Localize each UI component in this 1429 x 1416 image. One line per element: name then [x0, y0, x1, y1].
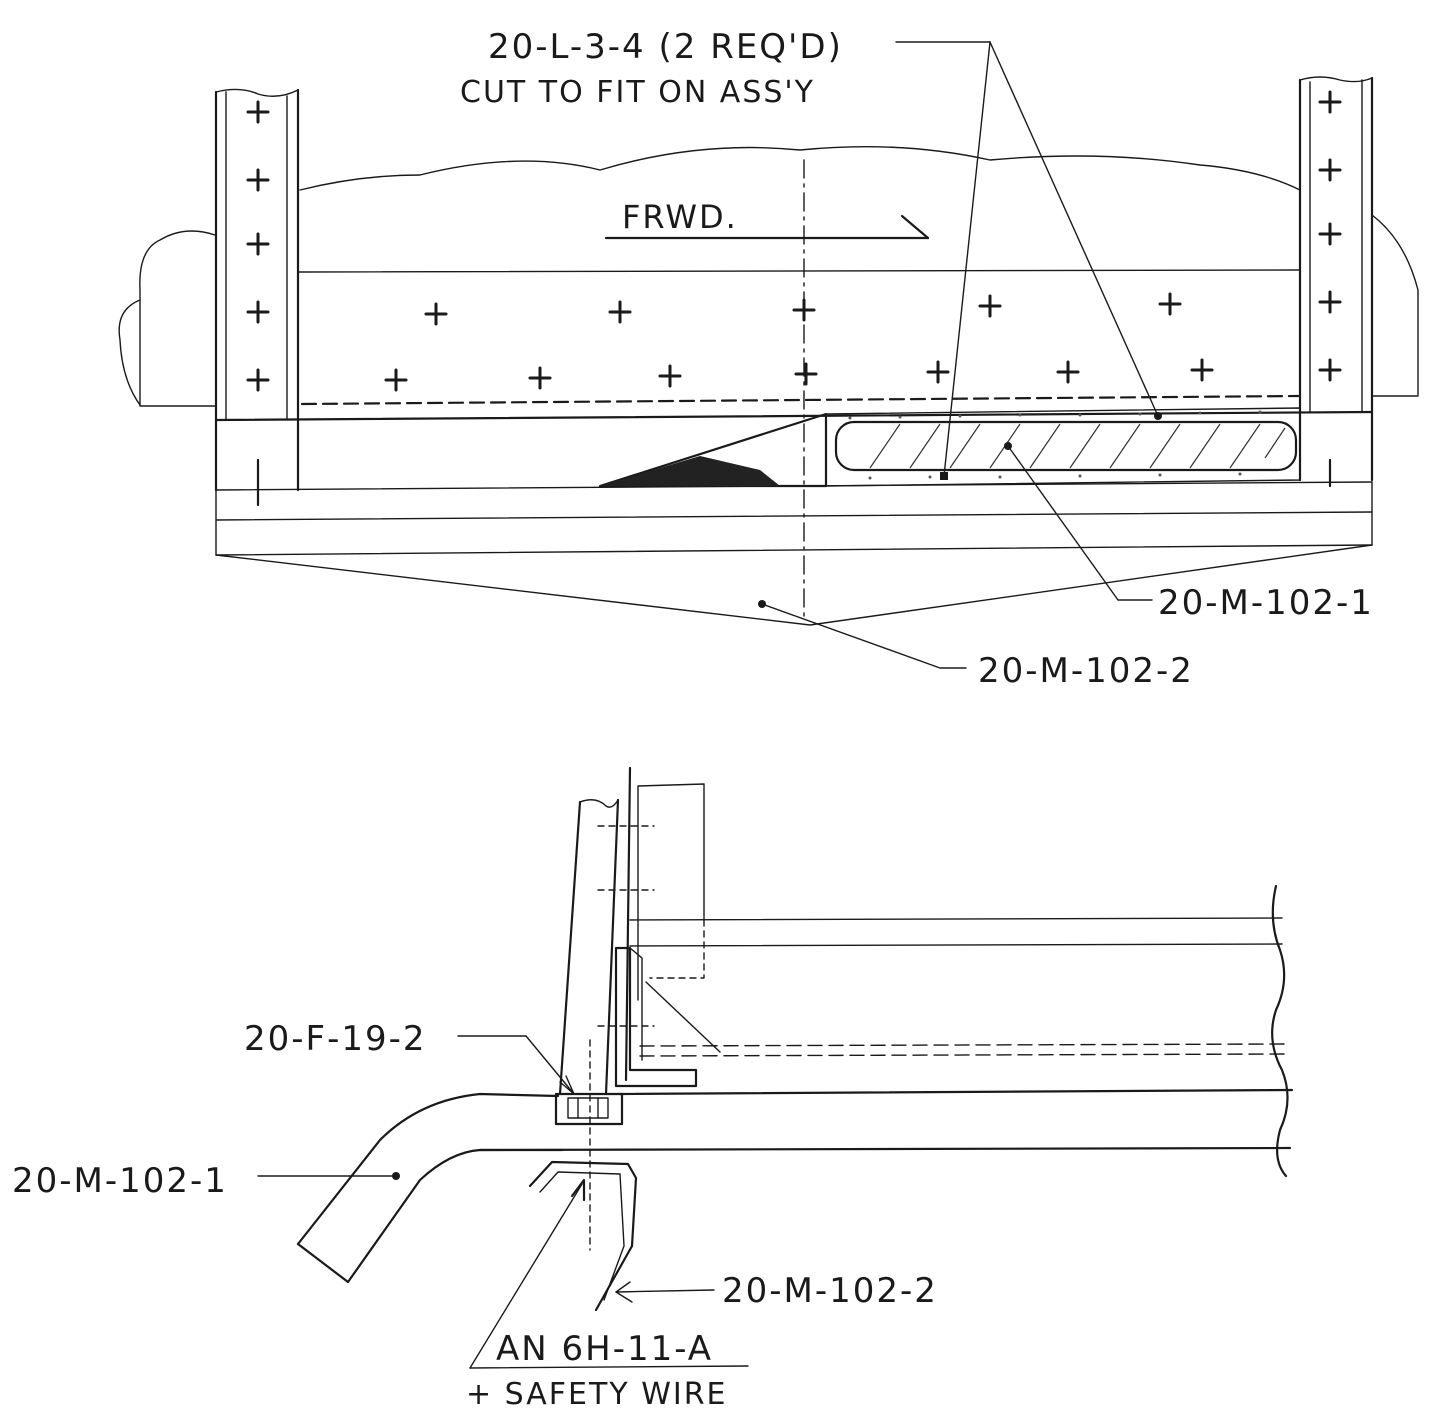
upright-member-break — [579, 799, 619, 808]
leader-20-l-3-4-b — [989, 41, 1159, 417]
rivets-right-post — [1318, 90, 1342, 382]
bent-tube — [296, 1092, 564, 1284]
forward-arrow-head — [900, 214, 930, 240]
label-an6h-11-a: AN 6H-11-A — [496, 1329, 713, 1369]
label-20-f-19-2: 20-F-19-2 — [244, 1019, 427, 1059]
base-line-2 — [215, 511, 1373, 521]
rivets-left-post — [246, 100, 270, 392]
underline-an6h — [469, 1365, 749, 1369]
web-line — [624, 766, 632, 1082]
arrow-20-m-102-2-icon — [615, 1281, 633, 1303]
label-bottom-20-m-102-2: 20-M-102-2 — [722, 1271, 938, 1311]
arrow-20-f-19-2-icon — [559, 1075, 575, 1095]
skin-left-bump — [118, 299, 141, 406]
label-top-20-m-102-2: 20-M-102-2 — [978, 651, 1194, 691]
spar-line-4 — [639, 1053, 1287, 1057]
label-cut-note: CUT TO FIT ON ASS'Y — [460, 75, 815, 110]
leader-top-20-m-102-1 — [1007, 445, 1153, 601]
right-post — [1298, 76, 1374, 482]
label-top-20-m-102-1: 20-M-102-1 — [1158, 583, 1374, 623]
angle-bracket-inner — [629, 947, 643, 1061]
base-bottom — [215, 544, 1373, 556]
skin-outline — [139, 145, 1419, 406]
tapered-shim-fill — [600, 456, 780, 486]
spar-line-1 — [629, 917, 1283, 921]
leader-dot-icon — [392, 1172, 400, 1180]
section-view: 20-F-19-2 20-M-102-1 20-M-102-2 AN 6H-11… — [12, 766, 1294, 1412]
pad-strip — [825, 407, 1301, 487]
spar-dashed-line — [300, 394, 1300, 406]
lower-channel-inner — [539, 1171, 625, 1301]
skin-line-upper — [618, 1088, 1294, 1096]
leader-tick-icon — [940, 472, 948, 480]
rivets-spar-upper — [424, 292, 1182, 326]
leader-dot-icon — [1004, 442, 1012, 450]
top-view: 20-L-3-4 (2 REQ'D) CUT TO FIT ON ASS'Y F… — [118, 27, 1419, 691]
spar-line-3 — [639, 1043, 1287, 1047]
leader-dot-icon — [1154, 412, 1162, 420]
spar-diagonal — [645, 981, 721, 1053]
left-post — [214, 88, 300, 492]
label-bottom-20-m-102-1: 20-M-102-1 — [12, 1161, 228, 1201]
bolt-nut — [554, 1039, 624, 1251]
label-forward: FRWD. — [622, 198, 738, 236]
leader-an6h — [469, 1183, 583, 1369]
base-top — [214, 410, 1374, 422]
label-safety-wire: + SAFETY WIRE — [466, 1377, 728, 1412]
spar-top-edge — [297, 269, 1301, 273]
leader-dot-icon — [758, 600, 766, 608]
stiffener-box — [637, 783, 705, 1001]
stiffener-hidden — [649, 919, 705, 979]
spar-line-2 — [629, 943, 1283, 947]
leader-20-l-3-4-a — [943, 41, 991, 477]
leader-top-20-m-102-2 — [761, 603, 967, 669]
tube-end — [296, 1242, 350, 1284]
arrow-an6h-icon — [570, 1178, 586, 1202]
skin-line-lower — [478, 1146, 1292, 1152]
lower-channel — [528, 1160, 638, 1312]
rivets-spar-lower — [384, 358, 1214, 392]
upright-member — [558, 798, 620, 1096]
fitting-wedge — [215, 544, 1373, 626]
leader-20-f-19-2-b — [525, 1035, 575, 1095]
leader-bottom-20-m-102-2 — [615, 1289, 715, 1293]
break-line-right — [1271, 884, 1289, 1178]
label-20-l-3-4: 20-L-3-4 (2 REQ'D) — [488, 27, 843, 67]
